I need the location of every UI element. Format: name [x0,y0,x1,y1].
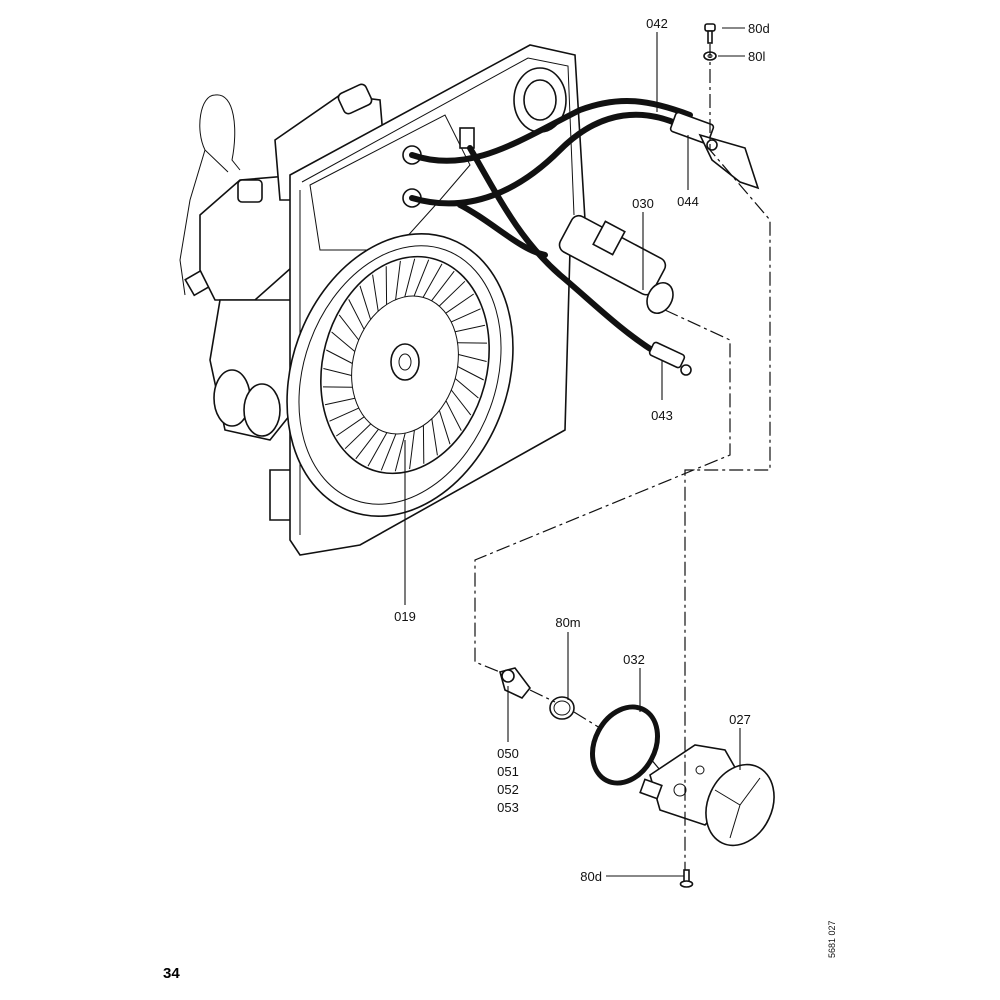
label-052: 052 [497,782,519,797]
part-labels: 042 80d 80l 044 030 043 019 80m 032 027 … [394,16,770,884]
fan-blade [413,259,430,297]
fan-blade [344,423,372,450]
fan-blade [431,270,455,302]
ignition-electrode-030 [558,214,674,315]
fan-blade [438,280,466,307]
label-030: 030 [632,196,654,211]
label-80d-top: 80d [748,21,770,36]
label-027: 027 [729,712,751,727]
fan-blade [324,397,356,406]
connector-043 [648,341,692,376]
label-051: 051 [497,764,519,779]
fan-blade [355,428,379,460]
fan-blade [404,258,416,298]
fan-blade [445,400,462,431]
connector-044 [669,111,760,190]
label-044: 044 [677,194,699,209]
screw-80d-top [704,23,716,44]
fan-blade [394,432,406,472]
fan-blade [380,433,397,471]
label-042: 042 [646,16,668,31]
fan-blade [331,331,356,352]
fan-blade [422,263,443,298]
screw-80d-bottom [679,869,694,888]
label-80l: 80l [748,49,765,64]
fan-blade [367,432,388,467]
label-043: 043 [651,408,673,423]
fan-blade [454,378,479,399]
fan-blade [395,260,401,300]
fan-blade [450,308,481,323]
fan-blade [329,407,360,422]
fan-blade [348,299,365,330]
flame-tube-027 [639,744,775,847]
fan-blade [458,354,487,362]
fan-blade [431,418,438,456]
label-032: 032 [623,652,645,667]
fan-blade [372,274,379,312]
assembly-lines [474,44,771,870]
page-number: 34 [163,965,180,982]
label-050: 050 [497,746,519,761]
ignition-cables [409,98,693,355]
label-80m: 80m [555,615,580,630]
fan-blade [438,410,451,445]
label-80d-bottom: 80d [580,869,602,884]
fan-blade [359,285,372,320]
fan-blade [445,293,474,314]
fan-wheel [320,255,490,475]
fan-blade [457,366,484,381]
drawing-reference: 5681 027 [827,920,837,958]
leader-lines [404,27,745,877]
fan-blade [326,349,353,364]
fan-blade [454,324,486,333]
label-053: 053 [497,800,519,815]
fan-blade [409,430,415,470]
fan-blade [323,368,352,376]
nozzle-050 [499,667,532,699]
fan-blade [336,416,365,437]
fan-blade [450,389,472,416]
retaining-ring-80m [549,696,575,720]
label-019: 019 [394,609,416,624]
fan-blade [338,314,360,341]
